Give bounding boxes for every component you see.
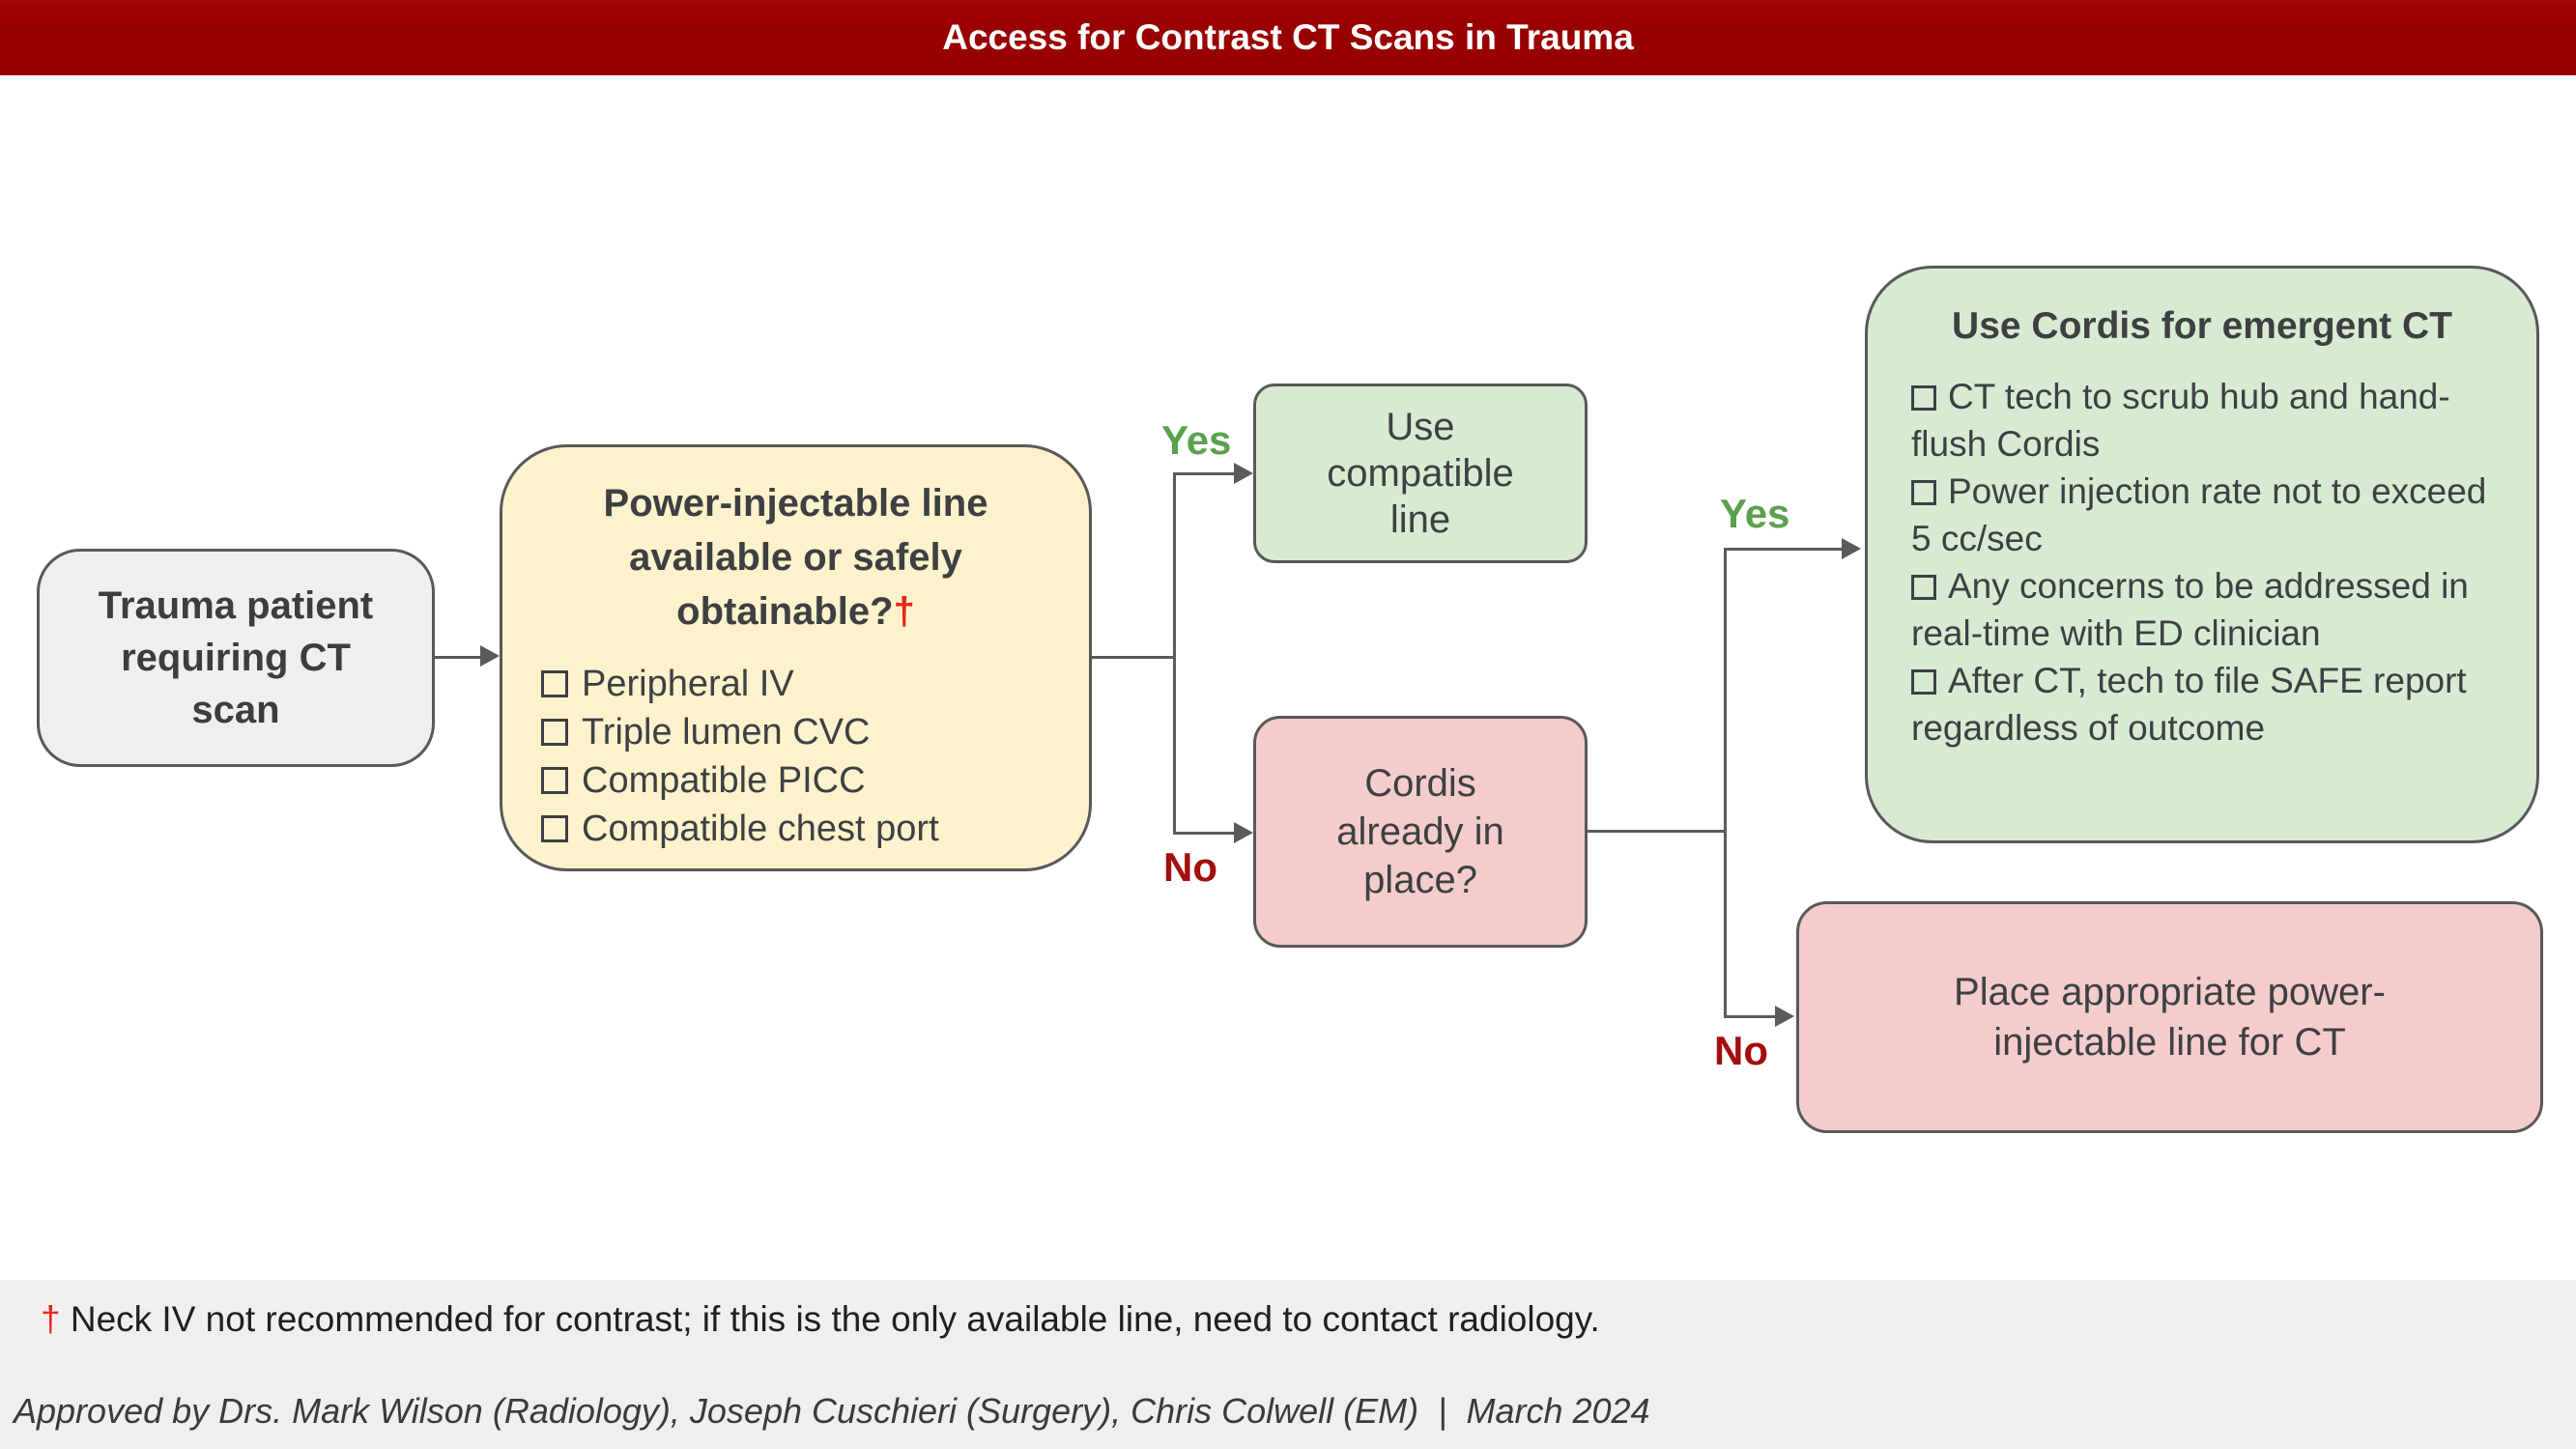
checkbox-icon — [541, 767, 568, 794]
connector-start-to-question — [435, 656, 483, 659]
checkbox-icon — [1911, 575, 1936, 600]
arrowhead-icon — [1842, 538, 1861, 559]
checklist-item: Compatible PICC — [541, 756, 1089, 805]
connector-cordis-exit — [1588, 830, 1727, 833]
question-heading-text: Power-injectable line available or safel… — [603, 482, 988, 633]
checklist-item: After CT, tech to file SAFE report regar… — [1911, 661, 2467, 748]
connector-question-exit — [1092, 656, 1176, 659]
cordis-checklist: CT tech to scrub hub and hand-flush Cord… — [1868, 373, 2491, 752]
connector-yes1 — [1173, 472, 1236, 475]
connector-yes2 — [1724, 548, 1844, 551]
checklist-item: CT tech to scrub hub and hand-flush Cord… — [1911, 377, 2450, 464]
connector-no2 — [1724, 1015, 1777, 1018]
page-title: Access for Contrast CT Scans in Trauma — [942, 17, 1634, 57]
connector-branch2-vertical — [1724, 548, 1727, 1018]
checklist-item: Peripheral IV — [541, 660, 1089, 708]
node-use-cordis: Use Cordis for emergent CT CT tech to sc… — [1865, 266, 2539, 843]
arrowhead-icon — [480, 645, 500, 667]
connector-branch1-vertical — [1173, 472, 1176, 835]
dagger-mark: † — [41, 1299, 61, 1339]
approval-line: Approved by Drs. Mark Wilson (Radiology)… — [14, 1391, 1650, 1431]
footer-bar: † Neck IV not recommended for contrast; … — [0, 1280, 2576, 1449]
branch-label-no-1: No — [1163, 844, 1217, 890]
title-bar: Access for Contrast CT Scans in Trauma — [0, 0, 2576, 75]
node-use-compatible-line: Use compatible line — [1253, 384, 1588, 563]
node-place-line-label: Place appropriate power-injectable line … — [1954, 971, 2386, 1064]
footnote-text: Neck IV not recommended for contrast; if… — [60, 1299, 1600, 1339]
node-cordis-in-place: Cordis already in place? — [1253, 716, 1588, 948]
branch-label-yes-2: Yes — [1720, 491, 1790, 536]
checkbox-icon — [1911, 480, 1936, 505]
checklist-item: Triple lumen CVC — [541, 708, 1089, 756]
node-place-line: Place appropriate power-injectable line … — [1796, 901, 2543, 1133]
checkbox-icon — [1911, 385, 1936, 411]
arrowhead-icon — [1234, 822, 1253, 843]
line-options-checklist: Peripheral IV Triple lumen CVC Compatibl… — [502, 660, 1089, 853]
node-power-injectable-heading: Power-injectable line available or safel… — [502, 476, 1089, 639]
connector-no1 — [1173, 832, 1236, 835]
checkbox-icon — [541, 815, 568, 842]
node-use-compatible-label: Use compatible line — [1327, 406, 1514, 541]
node-power-injectable-question: Power-injectable line available or safel… — [500, 444, 1092, 871]
checklist-item: Any concerns to be addressed in real-tim… — [1911, 566, 2469, 653]
node-use-cordis-heading: Use Cordis for emergent CT — [1952, 305, 2452, 347]
checkbox-icon — [541, 670, 568, 697]
branch-label-no-2: No — [1714, 1028, 1768, 1073]
node-trauma-patient: Trauma patient requiring CT scan — [37, 549, 435, 767]
arrowhead-icon — [1775, 1006, 1794, 1027]
node-trauma-patient-label: Trauma patient requiring CT scan — [98, 584, 374, 731]
node-cordis-in-place-label: Cordis already in place? — [1336, 762, 1504, 901]
dagger-mark: † — [893, 590, 915, 633]
branch-label-yes-1: Yes — [1161, 417, 1232, 463]
arrowhead-icon — [1234, 463, 1253, 484]
checklist-item: Compatible chest port — [541, 805, 1089, 853]
footnote: † Neck IV not recommended for contrast; … — [41, 1299, 1600, 1340]
checklist-item: Power injection rate not to exceed 5 cc/… — [1911, 471, 2487, 558]
checkbox-icon — [541, 719, 568, 746]
checkbox-icon — [1911, 669, 1936, 695]
